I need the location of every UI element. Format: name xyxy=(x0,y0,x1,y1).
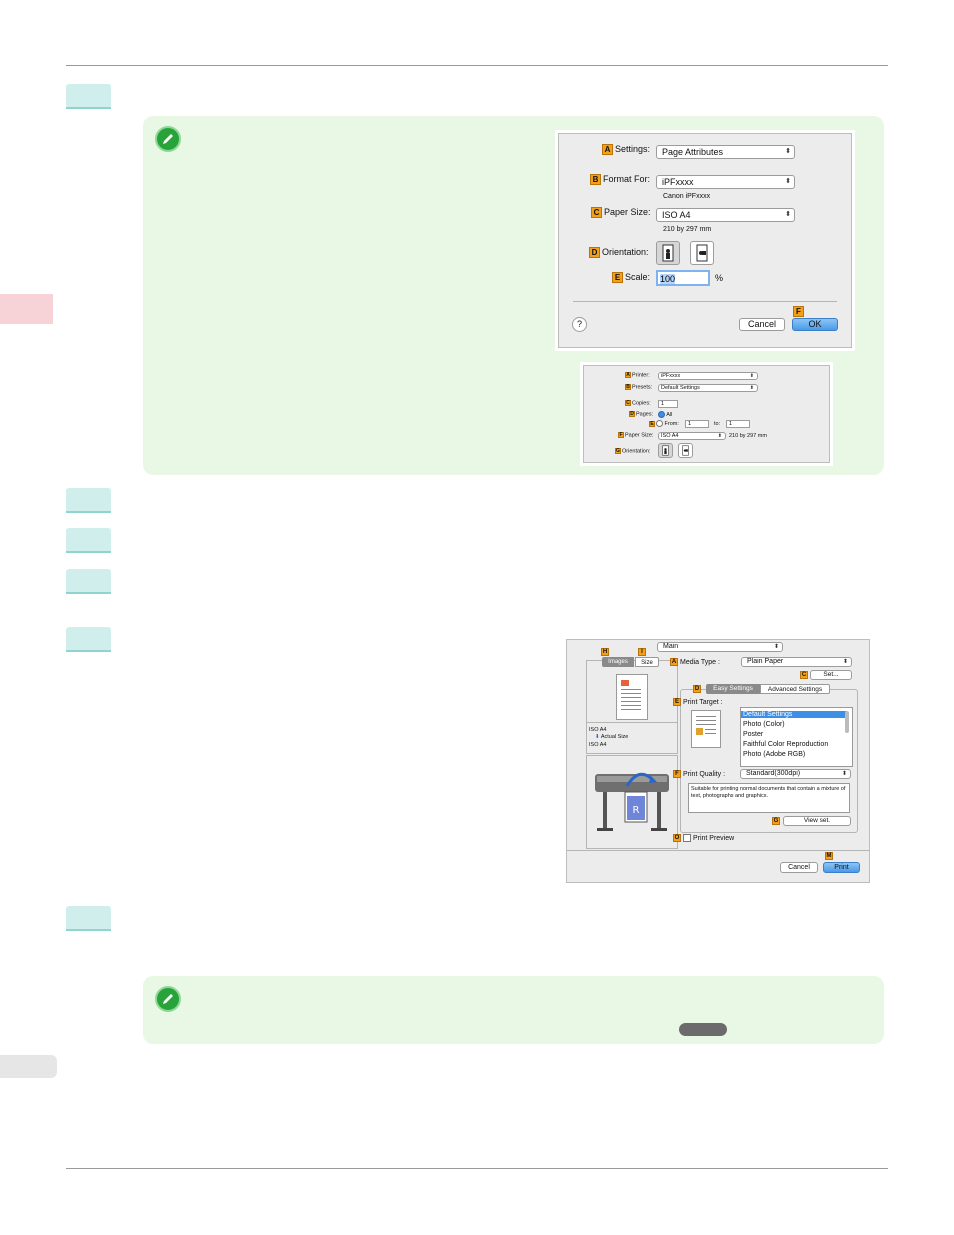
tab-images[interactable]: Images xyxy=(602,657,634,667)
print-button-badge: M xyxy=(825,852,833,860)
printer-illustration-icon: R xyxy=(595,772,669,831)
pages-from-input[interactable]: 1 xyxy=(685,420,709,428)
size-output: ISO A4 xyxy=(589,742,607,748)
paper-size-popup-small[interactable]: ISO A4⬍ xyxy=(658,432,726,440)
help-button[interactable]: ? xyxy=(572,317,587,332)
pages-from-radio[interactable]: E From: xyxy=(649,420,679,427)
presets-popup[interactable]: Default Settings⬍ xyxy=(658,384,758,392)
bottom-rule xyxy=(66,1168,888,1169)
landscape-orientation-button[interactable] xyxy=(690,241,714,265)
print-target-item[interactable]: Faithful Color Reproduction xyxy=(743,741,829,748)
set-button-badge: C xyxy=(800,671,808,679)
view-set-button[interactable]: View set. xyxy=(783,816,851,826)
step-marker-1 xyxy=(66,84,111,109)
print-target-item[interactable]: Photo (Color) xyxy=(743,721,785,728)
print-target-item[interactable]: Poster xyxy=(743,731,764,738)
printer-popup[interactable]: iPFxxxx⬍ xyxy=(658,372,758,380)
landscape-button-small[interactable] xyxy=(678,443,693,458)
print-target-list[interactable]: Default Settings Photo (Color) Poster Fa… xyxy=(740,707,853,767)
settings-popup[interactable]: Page Attributes⬍ xyxy=(656,145,795,159)
step-marker-3 xyxy=(66,528,111,553)
print-target-item[interactable]: Photo (Adobe RGB) xyxy=(743,751,806,758)
print-main-dialog: Main⬍ ISO A4 ⬇ Actual Size ISO A4 H Imag… xyxy=(566,639,870,883)
chapter-side-tab xyxy=(0,294,53,324)
panel-popup[interactable]: Main⬍ xyxy=(657,642,783,652)
size-tab-badge: I xyxy=(638,648,646,656)
preview-pane: ISO A4 ⬇ Actual Size ISO A4 xyxy=(586,660,678,754)
paper-size-detail: 210 by 297 mm xyxy=(663,226,712,233)
tab-easy-settings[interactable]: Easy Settings xyxy=(706,684,760,694)
page-preview-thumbnail xyxy=(616,674,648,720)
note-box xyxy=(143,976,884,1044)
set-button[interactable]: Set... xyxy=(810,670,852,680)
ok-button[interactable]: OK xyxy=(792,318,838,331)
pages-all-radio[interactable]: All xyxy=(658,411,672,418)
copies-input[interactable]: 1 xyxy=(658,400,678,408)
pane-separator xyxy=(587,722,677,723)
quality-description: Suitable for printing normal documents t… xyxy=(688,783,850,813)
size-mode: ⬇ Actual Size xyxy=(595,734,629,740)
dialog-separator xyxy=(567,850,869,851)
note-pencil-icon xyxy=(155,126,181,152)
format-for-popup[interactable]: iPFxxxx⬍ xyxy=(656,175,795,189)
cancel-button[interactable]: Cancel xyxy=(739,318,785,331)
media-type-popup[interactable]: Plain Paper⬍ xyxy=(741,657,852,667)
paper-size-popup[interactable]: ISO A4⬍ xyxy=(656,208,795,222)
portrait-orientation-button[interactable] xyxy=(656,241,680,265)
printer-image-pane: R xyxy=(586,755,678,849)
scale-unit: % xyxy=(715,273,724,283)
view-set-badge: G xyxy=(772,817,780,825)
page-side-tab xyxy=(0,1055,57,1078)
images-tab-badge: H xyxy=(601,648,609,656)
dialog-separator xyxy=(573,301,837,302)
list-scrollbar[interactable] xyxy=(845,711,849,733)
top-rule xyxy=(66,65,888,66)
step-marker-2 xyxy=(66,488,111,513)
print-quality-popup[interactable]: Standard(300dpi)⬍ xyxy=(740,769,851,779)
key-button-icon xyxy=(679,1023,727,1036)
cancel-button[interactable]: Cancel xyxy=(780,862,818,873)
portrait-icon xyxy=(662,445,669,456)
print-target-preview xyxy=(691,710,721,748)
svg-text:R: R xyxy=(633,805,640,816)
size-source: ISO A4 xyxy=(589,727,607,733)
format-for-detail: Canon iPFxxxx xyxy=(663,193,711,200)
print-preview-checkbox[interactable]: O Print Preview xyxy=(673,834,735,842)
pages-to-input[interactable]: 1 xyxy=(726,420,750,428)
easy-settings-badge: D xyxy=(693,685,701,693)
portrait-icon xyxy=(662,244,674,262)
paper-size-detail-small: 210 by 297 mm xyxy=(729,433,767,439)
landscape-icon xyxy=(696,244,708,262)
ok-badge: F xyxy=(793,306,804,317)
print-target-item[interactable]: Default Settings xyxy=(741,711,846,718)
pages-to-label: to: xyxy=(714,421,721,427)
scale-input[interactable]: 100 xyxy=(656,270,710,286)
step-marker-5 xyxy=(66,627,111,652)
tab-size[interactable]: Size xyxy=(635,657,659,667)
print-button[interactable]: Print xyxy=(823,862,860,873)
step-marker-4 xyxy=(66,569,111,594)
tab-advanced-settings[interactable]: Advanced Settings xyxy=(760,684,830,694)
portrait-button-small[interactable] xyxy=(658,443,673,458)
note-pencil-icon xyxy=(155,986,181,1012)
landscape-icon xyxy=(682,445,689,456)
step-marker-6 xyxy=(66,906,111,931)
